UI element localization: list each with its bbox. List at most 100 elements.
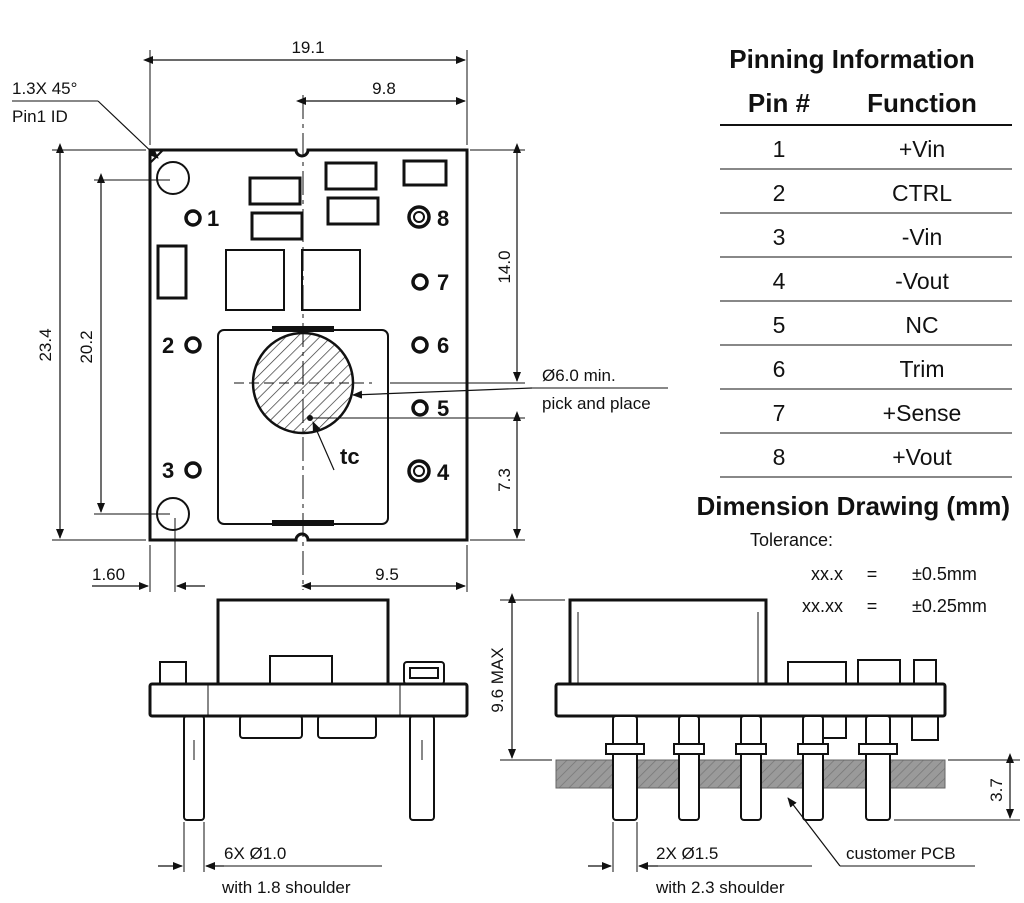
tc-callout: tc: [307, 415, 360, 471]
svg-text:1: 1: [773, 136, 786, 162]
inductor-block: [225, 249, 285, 311]
pin-3: 3: [162, 458, 202, 483]
svg-text:=: =: [867, 564, 878, 584]
pin-8: 8: [407, 205, 449, 231]
svg-text:-Vin: -Vin: [902, 224, 943, 250]
dim-left-offset: 1.60: [92, 518, 205, 592]
pinning-title: Pinning Information: [729, 44, 975, 74]
svg-text:1: 1: [207, 206, 219, 231]
svg-text:xx.x: xx.x: [811, 564, 843, 584]
pin-6: 6: [411, 333, 449, 358]
table-row: 6 Trim: [720, 356, 1012, 390]
svg-text:with 1.8 shoulder: with 1.8 shoulder: [221, 878, 351, 897]
svg-text:19.1: 19.1: [291, 38, 324, 57]
svg-text:Ø6.0 min.: Ø6.0 min.: [542, 366, 616, 385]
svg-text:14.0: 14.0: [495, 250, 514, 283]
svg-text:3.7: 3.7: [987, 778, 1006, 802]
svg-text:xx.xx: xx.xx: [802, 596, 843, 616]
smd-component: [250, 211, 304, 241]
svg-text:Pin1 ID: Pin1 ID: [12, 107, 68, 126]
svg-text:-Vout: -Vout: [895, 268, 949, 294]
side-view-left: 6X Ø1.0 with 1.8 shoulder: [148, 598, 469, 897]
pick-place-callout: Ø6.0 min. pick and place: [352, 366, 668, 413]
svg-text:1.3X 45°: 1.3X 45°: [12, 79, 77, 98]
smd-component: [156, 244, 188, 300]
dim-pin-span: 20.2: [77, 173, 170, 515]
dim-height: 23.4: [36, 143, 146, 541]
svg-text:4: 4: [437, 460, 450, 485]
svg-text:9.6 MAX: 9.6 MAX: [488, 647, 507, 712]
svg-text:9.8: 9.8: [372, 79, 396, 98]
svg-text:7: 7: [773, 400, 786, 426]
svg-text:+Vin: +Vin: [899, 136, 945, 162]
svg-text:5: 5: [773, 312, 786, 338]
smd-component: [248, 176, 302, 206]
pin-5: 5: [411, 396, 449, 421]
pin1-id-hole: [156, 161, 190, 195]
pin-side: [409, 715, 435, 821]
svg-text:customer PCB: customer PCB: [846, 844, 956, 863]
pin1-callout: 1.3X 45° Pin1 ID: [12, 79, 159, 159]
dim-bottom-center: 9.5: [301, 545, 468, 592]
svg-text:tc: tc: [340, 444, 360, 469]
dim-width: 19.1: [143, 38, 468, 145]
dim-half-width: 9.8: [296, 79, 468, 105]
table-row: 5 NC: [720, 312, 1012, 346]
svg-text:with 2.3 shoulder: with 2.3 shoulder: [655, 878, 785, 897]
transformer-side: [568, 598, 768, 686]
svg-text:7.3: 7.3: [495, 468, 514, 492]
svg-text:3: 3: [162, 458, 174, 483]
dimension-title: Dimension Drawing (mm): [697, 491, 1010, 521]
svg-text:6: 6: [773, 356, 786, 382]
svg-text:5: 5: [437, 396, 449, 421]
svg-text:NC: NC: [905, 312, 938, 338]
transformer-side: [216, 598, 390, 686]
table-row: 4 -Vout: [720, 268, 1012, 302]
svg-text:3: 3: [773, 224, 786, 250]
smd-component: [402, 159, 448, 187]
dim-right-lower: 7.3: [312, 411, 525, 541]
svg-text:±0.25mm: ±0.25mm: [912, 596, 987, 616]
svg-text:23.4: 23.4: [36, 328, 55, 361]
table-row: 8 +Vout: [720, 444, 1012, 478]
svg-text:pick and place: pick and place: [542, 394, 651, 413]
table-row: 2 CTRL: [720, 180, 1012, 214]
smd-component: [324, 161, 378, 191]
pin-7: 7: [411, 270, 449, 295]
dim-right-upper: 14.0: [390, 143, 525, 384]
svg-text:CTRL: CTRL: [892, 180, 952, 206]
svg-text:+Vout: +Vout: [892, 444, 952, 470]
svg-text:7: 7: [437, 270, 449, 295]
tolerance-block: Dimension Drawing (mm) Tolerance: xx.x =…: [697, 491, 1010, 616]
table-row: 7 +Sense: [720, 400, 1012, 434]
inductor-block: [301, 249, 361, 311]
svg-text:=: =: [867, 596, 878, 616]
svg-text:8: 8: [773, 444, 786, 470]
pin-4: 4: [407, 459, 450, 485]
svg-text:6: 6: [437, 333, 449, 358]
function-header: Function: [867, 88, 977, 118]
top-view: 1 2 3 4 5 6 7 8: [12, 38, 668, 592]
svg-text:±0.5mm: ±0.5mm: [912, 564, 977, 584]
svg-text:2: 2: [773, 180, 786, 206]
table-row: 1 +Vin: [720, 136, 1012, 170]
smd-component: [326, 196, 380, 226]
pinning-table: Pinning Information Pin # Function 1 +Vi…: [720, 44, 1012, 478]
svg-text:Trim: Trim: [899, 356, 944, 382]
svg-text:2X Ø1.5: 2X Ø1.5: [656, 844, 718, 863]
svg-text:8: 8: [437, 206, 449, 231]
svg-text:+Sense: +Sense: [883, 400, 962, 426]
pin-side: [183, 715, 205, 821]
pin-2: 2: [162, 333, 202, 358]
side-view-right: 9.6 MAX 3.7 2X Ø1.5 with 2.3 shoulder cu…: [488, 593, 1020, 897]
svg-text:1.60: 1.60: [92, 565, 125, 584]
table-row: 3 -Vin: [720, 224, 1012, 258]
pin-header: Pin #: [748, 88, 811, 118]
pin-1: 1: [184, 206, 219, 231]
tolerance-label: Tolerance:: [750, 530, 833, 550]
svg-text:4: 4: [773, 268, 786, 294]
svg-text:9.5: 9.5: [375, 565, 399, 584]
svg-text:2: 2: [162, 333, 174, 358]
board-outline: [148, 148, 469, 542]
